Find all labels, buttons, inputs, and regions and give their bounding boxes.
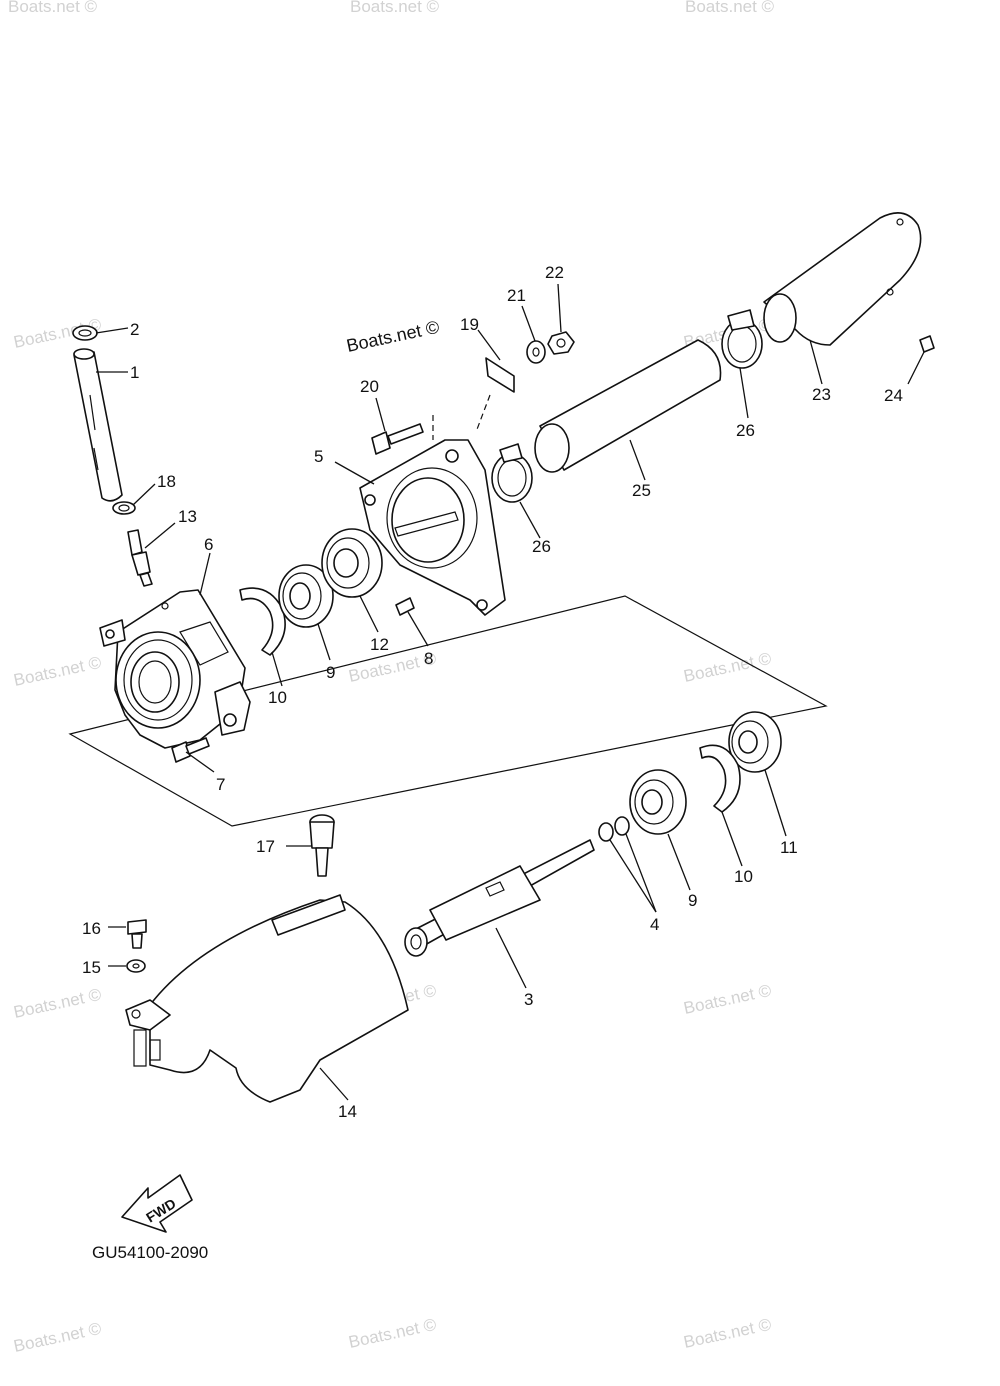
hose-clamp-part-26-lower[interactable] bbox=[491, 443, 533, 503]
callout-16: 16 bbox=[82, 919, 101, 938]
watermark: Boats.net © bbox=[12, 653, 104, 690]
housing-plate-part-5[interactable] bbox=[359, 439, 506, 616]
callout-26-upper: 26 bbox=[736, 421, 755, 440]
callout-6: 6 bbox=[204, 535, 213, 554]
callout-10-upper: 10 bbox=[268, 688, 287, 707]
fwd-arrow-icon: FWD bbox=[121, 1174, 193, 1233]
watermark: Boats.net © bbox=[347, 1315, 439, 1352]
callout-20: 20 bbox=[360, 377, 379, 396]
callout-17: 17 bbox=[256, 837, 275, 856]
callout-3: 3 bbox=[524, 990, 533, 1009]
callout-8: 8 bbox=[424, 649, 433, 668]
circlip-part-10-lower[interactable] bbox=[699, 744, 741, 813]
callout-25: 25 bbox=[632, 481, 651, 500]
housing-part-6[interactable] bbox=[99, 589, 251, 749]
assembly-frame bbox=[68, 595, 828, 827]
watermark: Boats.net © bbox=[682, 1315, 774, 1352]
drive-shaft-part-3[interactable] bbox=[404, 839, 595, 957]
watermark: Boats.net © bbox=[682, 649, 774, 686]
washer-part-21[interactable] bbox=[526, 340, 546, 364]
washer-part-15[interactable] bbox=[126, 959, 146, 973]
watermark: Boats.net © bbox=[12, 1319, 104, 1356]
nut-part-22[interactable] bbox=[547, 331, 575, 355]
callout-10-lower: 10 bbox=[734, 867, 753, 886]
o-rings-part-4[interactable] bbox=[598, 816, 630, 842]
pin-part-8[interactable] bbox=[395, 597, 415, 616]
diagram-code: GU54100-2090 bbox=[92, 1243, 208, 1262]
clip-part-18[interactable] bbox=[112, 501, 136, 515]
bearing-part-12[interactable] bbox=[321, 528, 383, 598]
bracket-part-19[interactable] bbox=[485, 357, 515, 393]
callout-14: 14 bbox=[338, 1102, 357, 1121]
callout-11: 11 bbox=[780, 838, 798, 857]
callout-15: 15 bbox=[82, 958, 101, 977]
cover-part-14[interactable] bbox=[125, 894, 409, 1103]
callout-13: 13 bbox=[178, 507, 197, 526]
bolt-part-16[interactable] bbox=[127, 919, 147, 949]
callout-23: 23 bbox=[812, 385, 831, 404]
circlip-part-10-upper[interactable] bbox=[239, 587, 286, 656]
watermark: Boats.net © bbox=[12, 985, 104, 1022]
watermark: Boats.net © bbox=[350, 0, 440, 16]
callout-18: 18 bbox=[157, 472, 176, 491]
callout-labels: 2 1 18 13 6 7 10 9 12 8 5 20 19 21 22 26… bbox=[82, 263, 903, 1121]
callout-1: 1 bbox=[130, 363, 139, 382]
callout-12: 12 bbox=[370, 635, 389, 654]
callout-9-lower: 9 bbox=[688, 891, 697, 910]
callout-4: 4 bbox=[650, 915, 659, 934]
fitting-part-17[interactable] bbox=[309, 814, 335, 877]
bolt-part-7[interactable] bbox=[171, 737, 210, 763]
watermark: Boats.net © bbox=[682, 981, 774, 1018]
hose-part-1[interactable] bbox=[73, 348, 123, 502]
callout-26-lower: 26 bbox=[532, 537, 551, 556]
callout-21: 21 bbox=[507, 286, 526, 305]
callout-2: 2 bbox=[130, 320, 139, 339]
watermark: Boats.net © bbox=[8, 0, 98, 16]
leader-lines bbox=[95, 283, 925, 1101]
callout-7: 7 bbox=[216, 775, 225, 794]
bearing-part-9-upper[interactable] bbox=[278, 564, 334, 628]
elbow-duct-part-23[interactable] bbox=[763, 212, 922, 346]
callout-9-upper: 9 bbox=[326, 663, 335, 682]
callout-22: 22 bbox=[545, 263, 564, 282]
callout-19: 19 bbox=[460, 315, 479, 334]
callout-5: 5 bbox=[314, 447, 323, 466]
watermark: Boats.net © bbox=[685, 0, 775, 16]
tube-part-25[interactable] bbox=[534, 339, 722, 473]
bearing-part-11[interactable] bbox=[728, 711, 782, 773]
clip-part-2[interactable] bbox=[72, 325, 98, 341]
bearing-part-9-lower[interactable] bbox=[629, 769, 687, 835]
bolt-part-20[interactable] bbox=[371, 423, 424, 455]
main-watermark: Boats.net © bbox=[345, 317, 441, 356]
screw-part-24[interactable] bbox=[919, 335, 935, 353]
callout-24: 24 bbox=[884, 386, 903, 405]
fitting-part-13[interactable] bbox=[127, 529, 153, 587]
hose-clamp-part-26-upper[interactable] bbox=[721, 309, 763, 369]
